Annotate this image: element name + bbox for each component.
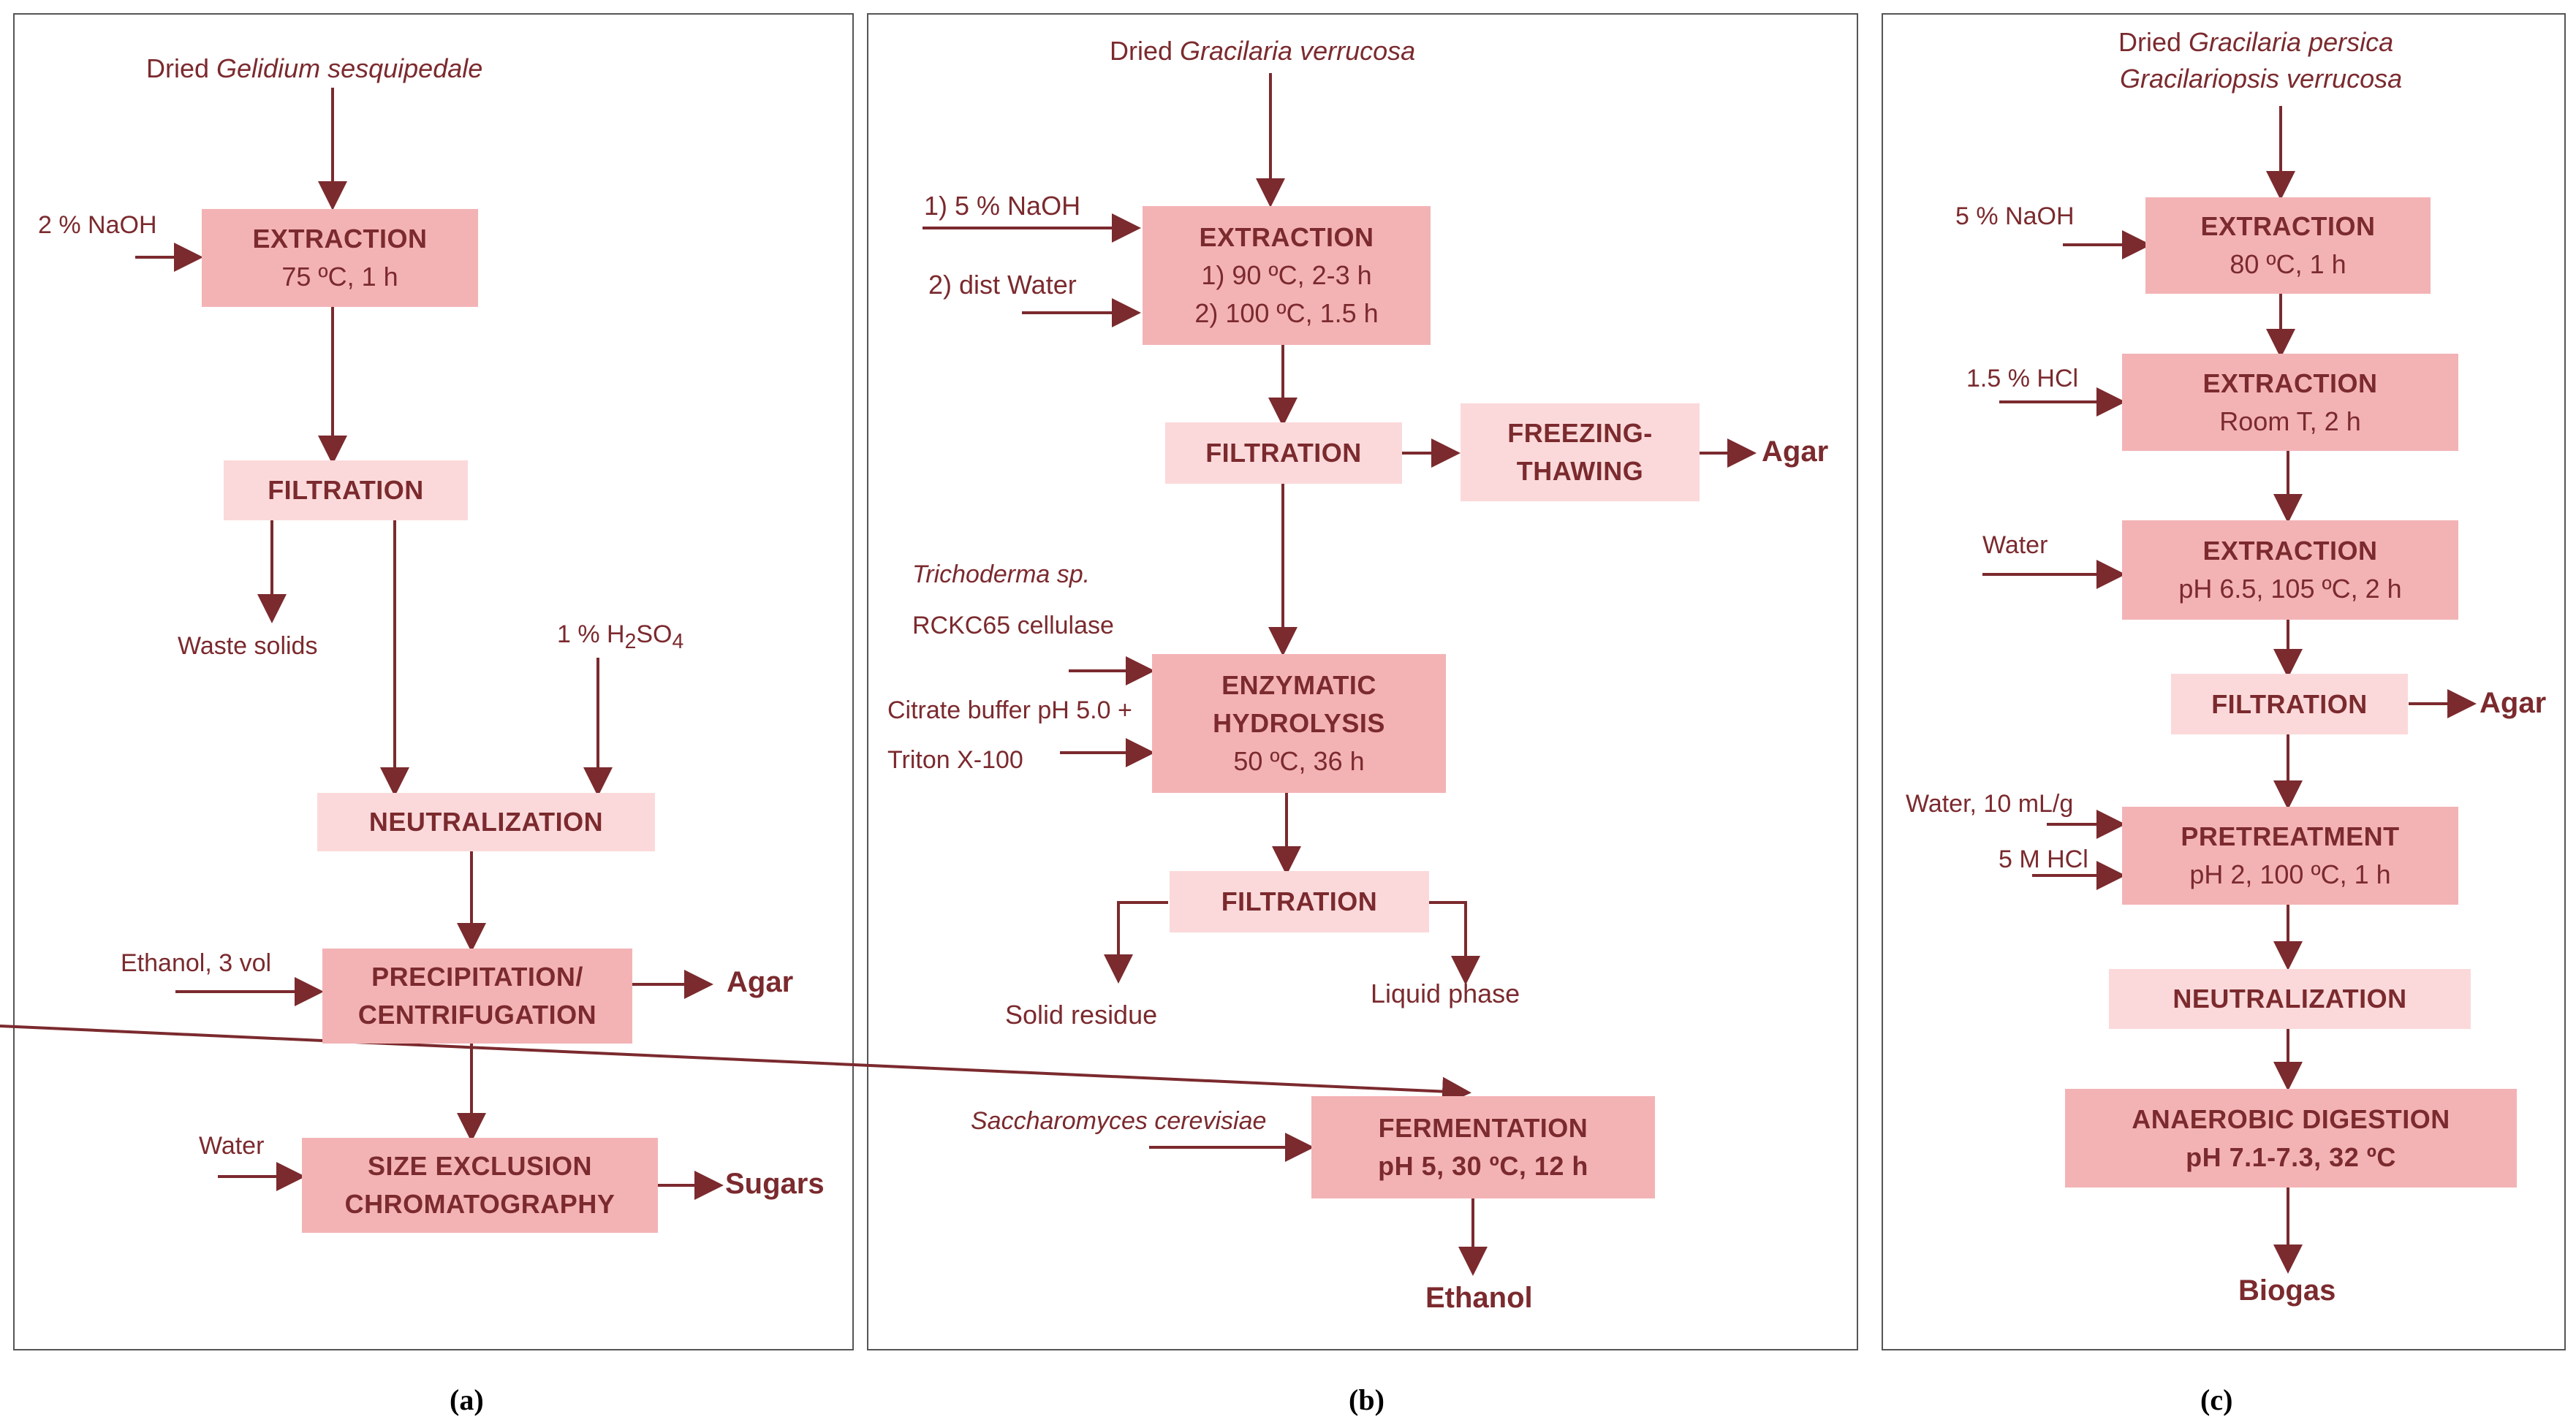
arrow-b-liquid xyxy=(1429,901,1480,985)
panel-b-output-solid: Solid residue xyxy=(1005,1000,1158,1030)
step-title: EXTRACTION xyxy=(2200,211,2376,241)
panel-b-output-agar: Agar xyxy=(1762,436,1829,468)
step-title-line2: CENTRIFUGATION xyxy=(357,1000,597,1030)
panel-c-input-water: Water xyxy=(1982,531,2048,559)
panel-a-source-prefix: Dried xyxy=(146,53,217,83)
panel-a-input-h2so4: 1 % H2SO4 xyxy=(557,618,683,658)
trichoderma-label: Trichoderma sp. xyxy=(912,560,1091,588)
step-title: ANAEROBIC DIGESTION xyxy=(2132,1103,2450,1134)
panel-c-step-extraction-3: EXTRACTION pH 6.5, 105 ºC, 2 h xyxy=(2122,520,2458,620)
panel-c-input-water2: Water, 10 mL/g xyxy=(1906,790,2074,818)
panel-c-source-line1: Dried Gracilaria persica xyxy=(2118,26,2393,58)
panel-c-source-species-2: Gracilariopsis verrucosa xyxy=(2120,64,2403,94)
step-title: EXTRACTION xyxy=(252,224,428,254)
step-condition: 75 ºC, 1 h xyxy=(281,262,398,292)
step-title: EXTRACTION xyxy=(2202,368,2378,398)
step-title: FILTRATION xyxy=(2211,688,2368,719)
panel-b-input-citrate: Citrate buffer pH 5.0 + xyxy=(887,696,1132,724)
step-title-line2: HYDROLYSIS xyxy=(1213,708,1385,738)
panel-c-step-extraction-1: EXTRACTION 80 ºC, 1 h xyxy=(2145,197,2431,294)
step-title: EXTRACTION xyxy=(1199,222,1374,252)
arrow-b-liquid-fermentation xyxy=(0,1025,1471,1106)
panel-b-input-cellulase: RCKC65 cellulase xyxy=(912,612,1114,639)
step-condition: 50 ºC, 36 h xyxy=(1233,746,1365,776)
panel-b-step-enzymatic: ENZYMATIC HYDROLYSIS 50 ºC, 36 h xyxy=(1152,654,1446,793)
panel-c-source-species-1: Gracilaria persica xyxy=(2189,27,2394,57)
panel-a-source-species: Gelidium sesquipedale xyxy=(216,53,483,83)
panel-c-step-pretreatment: PRETREATMENT pH 2, 100 ºC, 1 h xyxy=(2122,807,2458,905)
step-title: FILTRATION xyxy=(1205,438,1362,468)
step-condition: 2) 100 ºC, 1.5 h xyxy=(1194,298,1379,328)
panel-b-caption: (b) xyxy=(1349,1383,1384,1416)
panel-a-source: Dried Gelidium sesquipedale xyxy=(146,53,482,85)
h2so4-sub: 4 xyxy=(672,629,684,653)
panel-b-output-liquid: Liquid phase xyxy=(1371,978,1520,1008)
panel-b-step-freezing: FREEZING- THAWING xyxy=(1461,403,1700,501)
step-title: EXTRACTION xyxy=(2202,536,2378,566)
panel-a-step-filtration: FILTRATION xyxy=(224,460,468,520)
h2so4-part: SO xyxy=(636,620,673,648)
step-title: PRETREATMENT xyxy=(2181,821,2400,851)
step-title: PRECIPITATION/ xyxy=(371,962,583,992)
panel-c-step-anaerobic: ANAEROBIC DIGESTION pH 7.1-7.3, 32 ºC xyxy=(2065,1089,2517,1188)
panel-a-output-waste: Waste solids xyxy=(178,632,318,660)
panel-c-source-line2: Gracilariopsis verrucosa xyxy=(2120,63,2402,95)
panel-b-input-triton: Triton X-100 xyxy=(887,746,1023,774)
saccharomyces-label: Saccharomyces cerevisiae xyxy=(971,1107,1267,1135)
panel-c-input-naoh: 5 % NaOH xyxy=(1955,202,2075,230)
step-title: ENZYMATIC xyxy=(1221,670,1376,700)
step-title: NEUTRALIZATION xyxy=(2172,984,2407,1014)
step-title: SIZE EXCLUSION xyxy=(367,1151,593,1181)
panel-b-step-extraction: EXTRACTION 1) 90 ºC, 2-3 h 2) 100 ºC, 1.… xyxy=(1143,206,1431,345)
arrow-b-solid xyxy=(1104,901,1168,984)
panel-b-source-prefix: Dried xyxy=(1110,36,1181,66)
panel-b-output-ethanol: Ethanol xyxy=(1425,1282,1533,1314)
step-title: FERMENTATION xyxy=(1378,1113,1588,1143)
panel-b-input-trichoderma: Trichoderma sp. xyxy=(912,558,1090,590)
panel-c-step-neutralization: NEUTRALIZATION xyxy=(2109,969,2471,1029)
panel-b-step-fermentation: FERMENTATION pH 5, 30 ºC, 12 h xyxy=(1311,1096,1655,1198)
step-condition: Room T, 2 h xyxy=(2219,406,2361,436)
panel-a-output-agar: Agar xyxy=(727,966,794,998)
step-title: FILTRATION xyxy=(268,475,424,505)
panel-c-source-prefix: Dried xyxy=(2118,27,2189,57)
step-condition: pH 2, 100 ºC, 1 h xyxy=(2189,859,2391,889)
panel-c-input-hcl2: 5 M HCl xyxy=(1999,846,2088,873)
panel-c-step-extraction-2: EXTRACTION Room T, 2 h xyxy=(2122,354,2458,451)
step-title: FILTRATION xyxy=(1221,886,1378,916)
panel-a-step-sec: SIZE EXCLUSION CHROMATOGRAPHY xyxy=(302,1138,658,1233)
panel-a-step-precipitation: PRECIPITATION/ CENTRIFUGATION xyxy=(322,949,632,1044)
h2so4-part: 1 % H xyxy=(557,620,625,648)
panel-c-output-agar: Agar xyxy=(2480,687,2547,719)
panel-a-caption: (a) xyxy=(450,1383,484,1416)
panel-b-input-naoh: 1) 5 % NaOH xyxy=(924,191,1081,221)
step-title-line2: CHROMATOGRAPHY xyxy=(344,1189,615,1219)
panel-c-input-hcl: 1.5 % HCl xyxy=(1966,365,2079,392)
step-condition: pH 5, 30 ºC, 12 h xyxy=(1378,1151,1588,1181)
step-title-line2: THAWING xyxy=(1516,456,1644,486)
panel-b-source-species: Gracilaria verrucosa xyxy=(1180,36,1416,66)
h2so4-sub: 2 xyxy=(624,629,637,653)
panel-c-step-filtration: FILTRATION xyxy=(2171,674,2408,734)
step-title: NEUTRALIZATION xyxy=(368,807,604,837)
panel-c-caption: (c) xyxy=(2200,1383,2233,1416)
panel-b-source: Dried Gracilaria verrucosa xyxy=(1110,35,1415,67)
step-condition: pH 7.1-7.3, 32 ºC xyxy=(2186,1141,2396,1172)
panel-a-step-extraction: EXTRACTION 75 ºC, 1 h xyxy=(202,209,478,307)
panel-b-step-filtration-1: FILTRATION xyxy=(1165,422,1402,484)
panel-a-step-neutralization: NEUTRALIZATION xyxy=(317,793,655,851)
panel-a-output-sugars: Sugars xyxy=(725,1168,825,1200)
panel-a-input-water: Water xyxy=(199,1132,265,1160)
step-condition: 1) 90 ºC, 2-3 h xyxy=(1201,260,1372,290)
panel-b-step-filtration-2: FILTRATION xyxy=(1170,871,1429,932)
step-condition: pH 6.5, 105 ºC, 2 h xyxy=(2178,574,2402,604)
panel-a-input-naoh: 2 % NaOH xyxy=(38,211,157,239)
panel-b-input-water: 2) dist Water xyxy=(928,270,1077,300)
panel-b-input-saccharomyces: Saccharomyces cerevisiae xyxy=(971,1105,1266,1137)
panel-c-output-biogas: Biogas xyxy=(2238,1274,2336,1307)
step-title: FREEZING- xyxy=(1507,418,1653,448)
step-condition: 80 ºC, 1 h xyxy=(2230,249,2346,279)
panel-a-input-ethanol: Ethanol, 3 vol xyxy=(121,949,272,977)
